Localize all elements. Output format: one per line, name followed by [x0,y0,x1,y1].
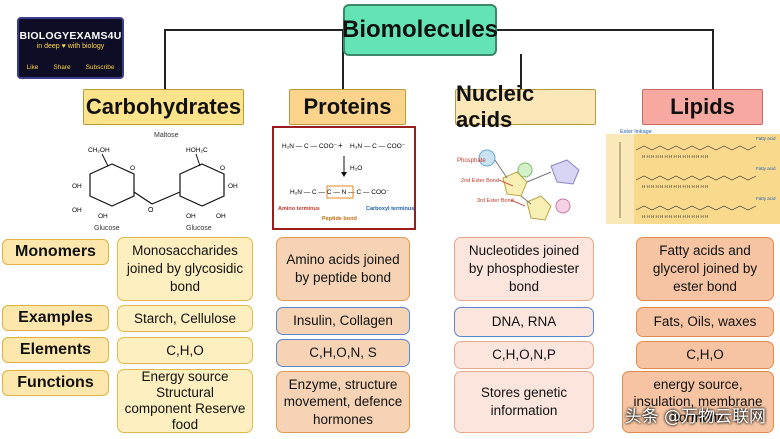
logo-subscribe-link[interactable]: Subscribe [85,64,115,71]
connector-vertical [520,54,522,89]
svg-text:O: O [220,165,225,172]
svg-text:HOH₂C: HOH₂C [186,147,208,154]
svg-text:OH: OH [72,183,82,190]
brand-logo[interactable]: BIOLOGYEXAMS4U in deep ♥ with biology Li… [17,17,124,79]
logo-brand: BIOLOGYEXAMS4U [19,30,122,42]
cell-proteins-elements: C,H,O,N, S [276,339,410,367]
maltose-structure-figure: Maltose O CH₂OH HOH₂C OH OH OH OH OH OH … [72,132,238,232]
svg-text:O: O [130,165,135,172]
maltose-title: Maltose [154,132,179,139]
cell-lipids-functions: energy source, insulation, membrane horm… [622,371,774,433]
cell-proteins-monomers: Amino acids joined by peptide bond [276,237,410,301]
row-label-functions: Functions [2,370,109,396]
row-label-elements: Elements [2,337,109,363]
heading-nucleic-acids: Nucleic acids [455,81,596,132]
cell-lipids-elements: C,H,O [636,341,774,369]
peptide-h2o: H₂O [350,165,362,172]
svg-text:H H H H H H H H H H H H H H H: H H H H H H H H H H H H H H H [642,214,708,219]
cell-carbohydrates-functions: Energy source Structural component Reser… [117,369,253,433]
nucleic-ester3-label: 3rd Ester Bond [477,198,514,204]
svg-text:+: + [338,141,343,150]
cell-carbohydrates-elements: C,H,O [117,337,253,364]
heading-carbohydrates: Carbohydrates [83,89,244,125]
cell-proteins-functions: Enzyme, structure movement, defence horm… [276,371,410,433]
svg-text:H₂N — C — COO⁻: H₂N — C — COO⁻ [282,143,338,150]
connector-vertical [342,29,344,89]
svg-text:OH: OH [216,213,226,220]
lipid-fatty-acid-2: Fatty acid [756,166,776,171]
nucleic-acid-figure: Phosphate 2nd Ester Bond 3rd Ester Bond [457,149,580,221]
cell-nucleic-functions: Stores genetic information [454,371,594,433]
connector-top [165,29,345,31]
lipid-ester-label: Ester linkage [620,129,652,135]
cell-nucleic-elements: C,H,O,N,P [454,341,594,369]
svg-text:OH: OH [228,183,238,190]
lipid-fatty-acid-1: Fatty acid [756,136,776,141]
page-title: Biomolecules [342,4,498,56]
svg-text:OH: OH [72,207,82,214]
cell-carbohydrates-examples: Starch, Cellulose [117,305,253,332]
cell-carbohydrates-monomers: Monosaccharides joined by glycosidic bon… [117,237,253,301]
cell-lipids-monomers: Fatty acids and glycerol joined by ester… [636,237,774,301]
maltose-left-label: Glucose [94,225,120,232]
lipid-structure-figure: Ester linkage H H H H H H H H H H H H H … [606,129,780,224]
svg-text:O: O [148,207,154,214]
connector-top [495,29,713,31]
peptide-carboxyl-terminus: Carboxyl terminus [366,206,414,212]
svg-text:H H H H H H H H H H H H H H H: H H H H H H H H H H H H H H H [642,154,708,159]
svg-text:H₂N — C — C — N — C — COO⁻: H₂N — C — C — N — C — COO⁻ [290,189,390,196]
peptide-bond-label: Peptide bond [322,216,357,222]
peptide-bond-figure: H₂N — C — COO⁻ + H₃N — C — COO⁻ H₂O H₂N … [272,126,416,230]
connector-vertical [712,29,714,89]
logo-tagline: in deep ♥ with biology [36,43,105,50]
nucleic-phosphate-label: Phosphate [457,158,486,164]
cell-lipids-examples: Fats, Oils, waxes [636,307,774,337]
peptide-amino-terminus: Amino terminus [278,206,320,212]
cell-nucleic-monomers: Nucleotides joined by phosphodiester bon… [454,237,594,301]
row-label-examples: Examples [2,305,109,331]
row-label-monomers: Monomers [2,239,109,265]
heading-proteins: Proteins [289,89,406,125]
lipid-fatty-acid-3: Fatty acid [756,196,776,201]
svg-text:H H H H H H H H H H H H H H H: H H H H H H H H H H H H H H H [642,184,708,189]
cell-proteins-examples: Insulin, Collagen [276,307,410,335]
connector-vertical [164,29,166,89]
svg-text:H₃N — C — COO⁻: H₃N — C — COO⁻ [350,143,406,150]
logo-share-link[interactable]: Share [53,64,71,71]
cell-nucleic-examples: DNA, RNA [454,307,594,337]
watermark-text: 头条 @万物云联网 [624,407,766,427]
nucleic-ester2-label: 2nd Ester Bond [461,178,499,184]
heading-lipids: Lipids [642,89,763,125]
svg-text:CH₂OH: CH₂OH [88,147,110,154]
logo-like-link[interactable]: Like [26,64,39,71]
svg-text:OH: OH [98,213,108,220]
maltose-right-label: Glucose [186,225,212,232]
svg-text:OH: OH [186,213,196,220]
